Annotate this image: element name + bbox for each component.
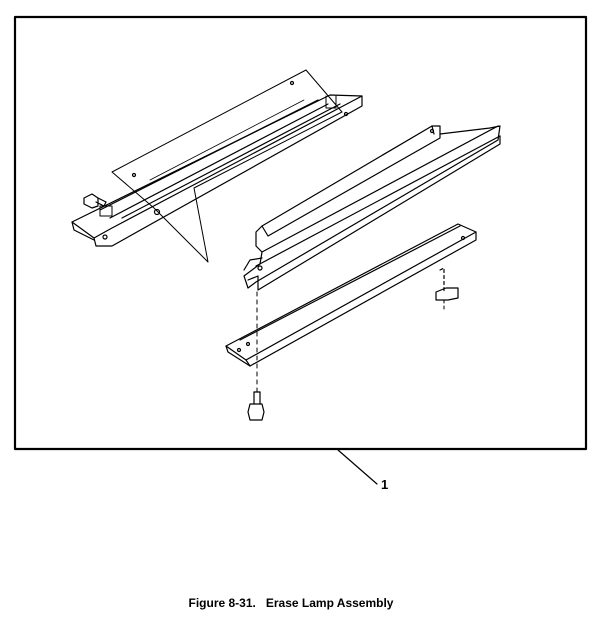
figure-caption: Figure 8-31. Erase Lamp Assembly xyxy=(0,597,582,609)
assembly-frame xyxy=(13,15,588,451)
screw-bottom xyxy=(247,391,265,421)
lamp-bracket-upper xyxy=(71,69,363,263)
caption-figure-number: Figure 8-31. xyxy=(188,596,256,610)
lamp-clip xyxy=(435,267,459,301)
callout-leader-line xyxy=(337,449,378,485)
callout-number: 1 xyxy=(381,477,389,492)
lamp-cover-plate xyxy=(225,223,477,367)
caption-title: Erase Lamp Assembly xyxy=(265,596,394,610)
lamp-channel xyxy=(243,125,501,291)
screw-upper-left xyxy=(83,193,107,209)
